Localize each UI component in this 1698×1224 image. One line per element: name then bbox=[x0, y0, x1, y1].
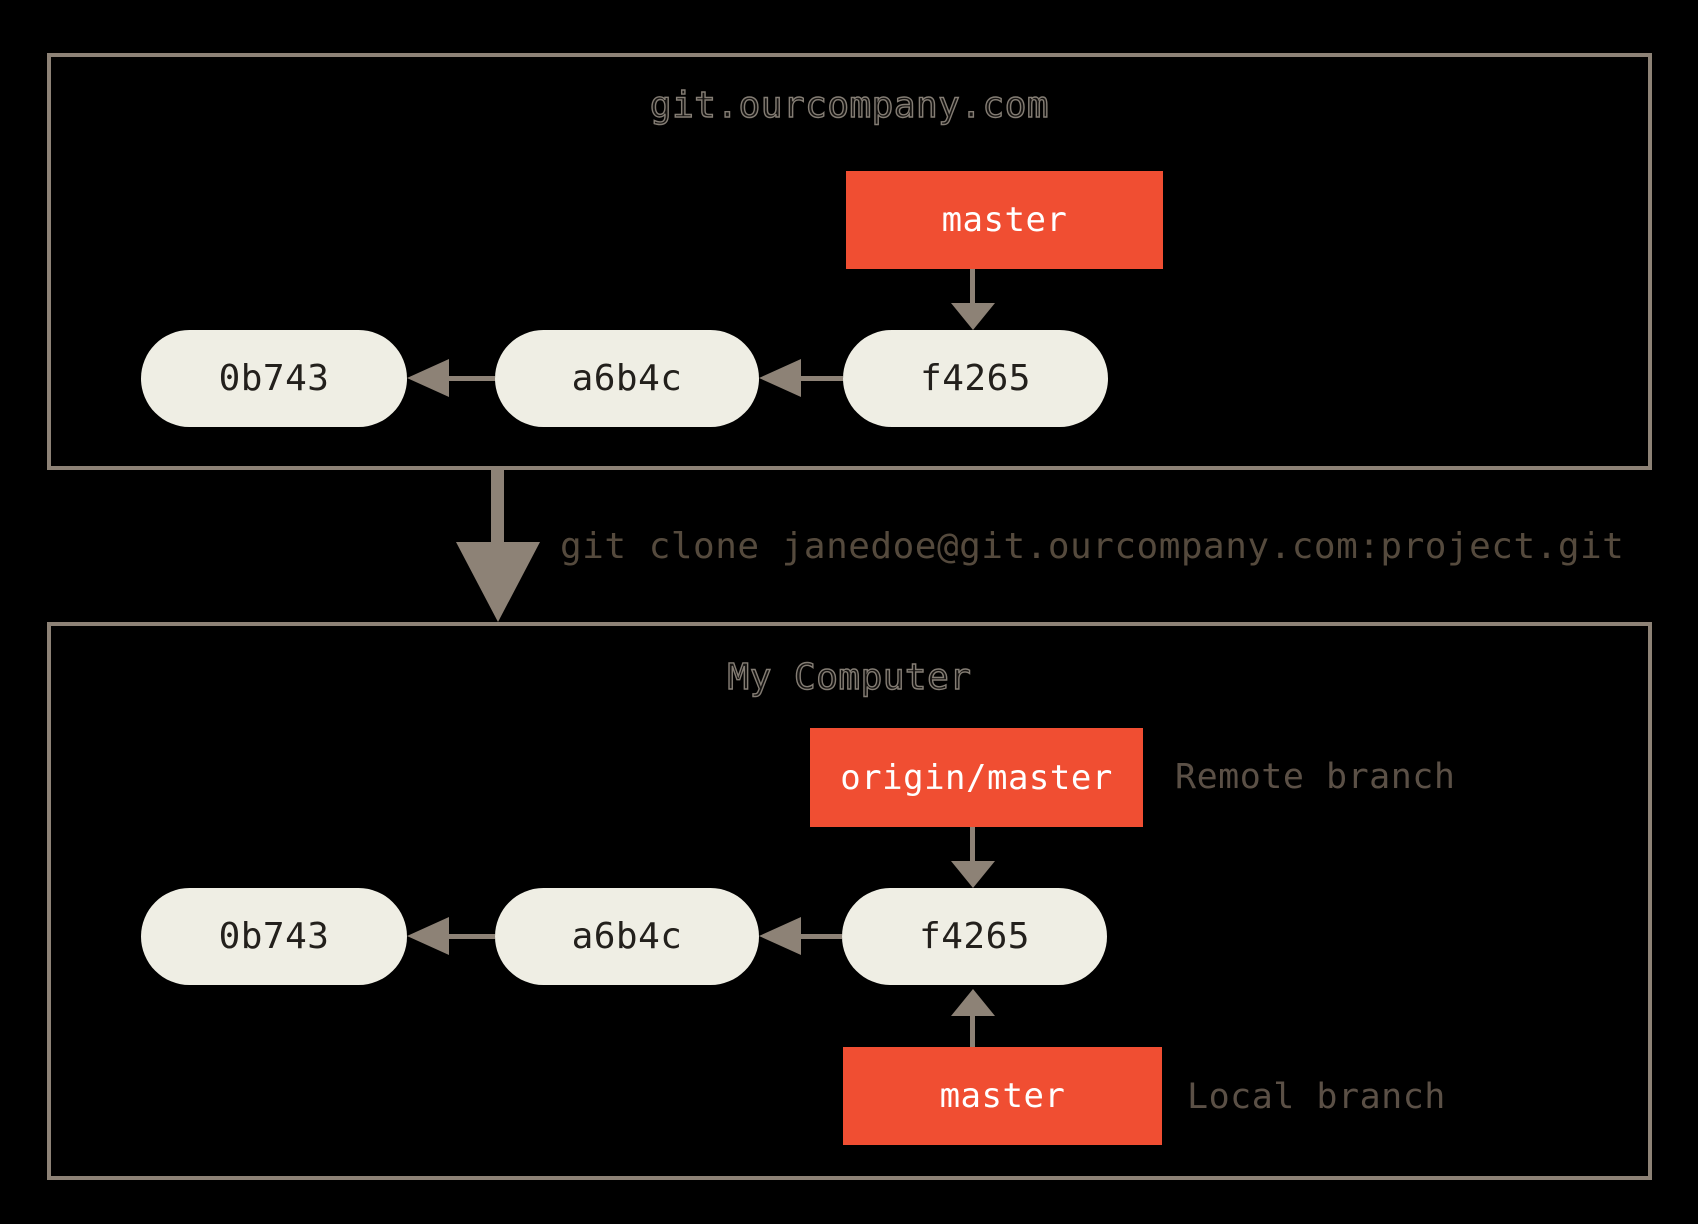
clone-command-text: git clone janedoe@git.ourcompany.com:pro… bbox=[560, 526, 1625, 567]
remote-pointer-arrow-shaft bbox=[970, 827, 975, 863]
local-branch-annotation: Local branch bbox=[1187, 1077, 1446, 1117]
server-box-frame bbox=[47, 53, 1652, 470]
commit-parent-arrow-shaft bbox=[448, 934, 495, 939]
commit-parent-arrow-shaft bbox=[448, 376, 495, 381]
remote-branch-label: origin/master bbox=[810, 728, 1143, 827]
server-commit-f4265: f4265 bbox=[843, 330, 1108, 427]
clone-arrow-shaft bbox=[491, 468, 504, 544]
computer-box-frame bbox=[47, 622, 1652, 1180]
commit-parent-arrow-shaft bbox=[800, 376, 843, 381]
branch-pointer-arrow-head-icon bbox=[951, 303, 995, 330]
server-master-branch-label: master bbox=[846, 171, 1163, 269]
commit-parent-arrow-head-icon bbox=[759, 917, 801, 955]
commit-parent-arrow-head-icon bbox=[407, 917, 449, 955]
computer-commit-0b743: 0b743 bbox=[141, 888, 407, 985]
local-branch-label: master bbox=[843, 1047, 1162, 1145]
branch-pointer-arrow-shaft bbox=[970, 269, 975, 305]
commit-parent-arrow-shaft bbox=[800, 934, 842, 939]
commit-parent-arrow-head-icon bbox=[407, 359, 449, 397]
commit-parent-arrow-head-icon bbox=[759, 359, 801, 397]
server-box-title: git.ourcompany.com bbox=[649, 85, 1050, 126]
server-commit-0b743: 0b743 bbox=[141, 330, 407, 427]
local-pointer-arrow-shaft bbox=[970, 1014, 975, 1047]
local-pointer-arrow-head-icon bbox=[951, 989, 995, 1016]
computer-commit-f4265: f4265 bbox=[842, 888, 1107, 985]
remote-branch-annotation: Remote branch bbox=[1175, 757, 1456, 797]
computer-box-title: My Computer bbox=[727, 657, 972, 698]
computer-commit-a6b4c: a6b4c bbox=[495, 888, 759, 985]
server-commit-a6b4c: a6b4c bbox=[495, 330, 759, 427]
clone-arrow-head-icon bbox=[456, 542, 540, 622]
remote-pointer-arrow-head-icon bbox=[951, 861, 995, 888]
